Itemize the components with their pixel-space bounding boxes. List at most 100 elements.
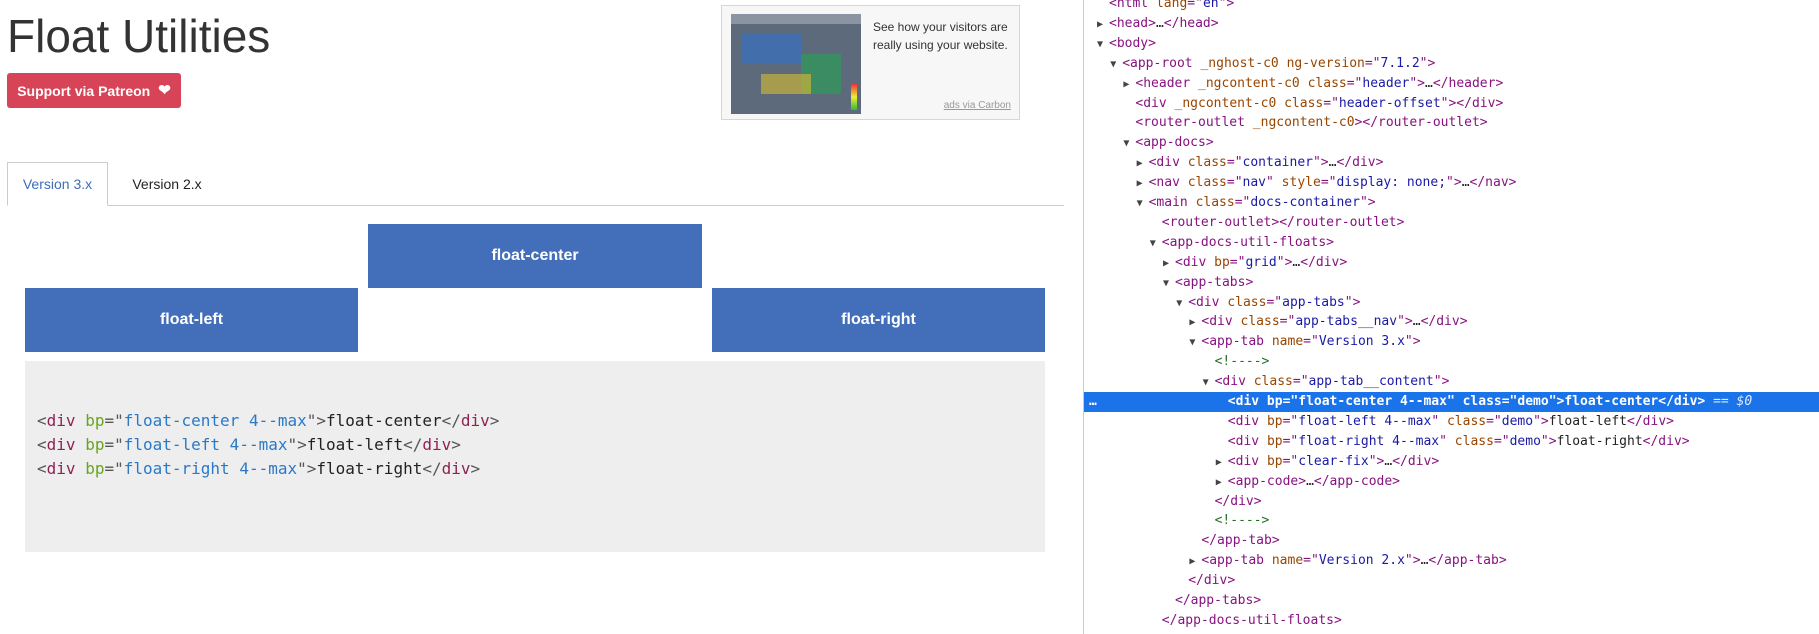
collapse-triangle-icon[interactable]: ▼ (1176, 297, 1183, 309)
code-line: <div bp="float-center 4--max">float-cent… (37, 411, 500, 430)
ads-via-carbon-link[interactable]: ads via Carbon (943, 100, 1011, 111)
code-attr: bp (85, 459, 105, 478)
collapse-triangle-icon[interactable]: ▼ (1097, 38, 1104, 50)
code-value: float-right 4--max (123, 459, 298, 478)
patreon-button-label: Support via Patreon (17, 82, 151, 99)
collapse-triangle-icon[interactable]: ▼ (1189, 337, 1196, 349)
ad-thumbnail[interactable] (731, 14, 861, 114)
dom-node[interactable]: ▼<app-root _nghost-c0 ng-version="7.1.2"… (1084, 54, 1819, 74)
dom-node-selected[interactable]: …<div bp="float-center 4--max" class="de… (1084, 392, 1819, 412)
dom-node[interactable]: <!----> (1084, 511, 1819, 531)
dom-node[interactable]: ▼ <div class="app-tabs"> (1084, 293, 1819, 313)
code-text: float-right (316, 459, 423, 478)
code-tag: div (46, 459, 76, 478)
expand-triangle-icon[interactable]: ▶ (1123, 78, 1130, 90)
code-value: float-left 4--max (123, 435, 288, 454)
tab-version-2[interactable]: Version 2.x (132, 175, 202, 192)
dom-node[interactable]: <router-outlet></router-outlet> (1084, 213, 1819, 233)
dom-node[interactable]: <router-outlet _ngcontent-c0></router-ou… (1084, 113, 1819, 133)
dom-node[interactable]: </app-tab> (1084, 531, 1819, 551)
docs-page: Float Utilities Support via Patreon ❤ Se… (7, 5, 1064, 552)
expand-triangle-icon[interactable]: ▶ (1215, 476, 1222, 488)
node-markup: <div bp="float-left 4--max" class="demo"… (1227, 413, 1674, 429)
node-markup: </app-tab> (1201, 533, 1280, 549)
node-markup: <router-outlet _ngcontent-c0></router-ou… (1135, 115, 1488, 131)
node-markup: <body> (1109, 35, 1156, 51)
dom-node[interactable]: </div> (1084, 492, 1819, 512)
patreon-button[interactable]: Support via Patreon ❤ (7, 73, 181, 108)
dom-node[interactable]: <div _ngcontent-c0 class="header-offset"… (1084, 94, 1819, 114)
code-text: float-center (326, 411, 442, 430)
node-markup: <div bp="grid">…</div> (1175, 254, 1348, 270)
dom-node[interactable]: </app-docs-util-floats> (1084, 611, 1819, 631)
dom-node[interactable]: ▶ <div bp="grid">…</div> (1084, 253, 1819, 273)
dom-node[interactable]: <html lang="en"> (1084, 0, 1819, 14)
dom-node[interactable]: ▶<div bp="clear-fix">…</div> (1084, 452, 1819, 472)
node-markup: </app-docs-util-floats> (1161, 612, 1342, 628)
float-center-demo: float-center (368, 224, 702, 288)
dom-node[interactable]: ▼<app-docs-util-floats> (1084, 233, 1819, 253)
tab-version-3[interactable]: Version 3.x (7, 162, 108, 206)
dom-node[interactable]: ▼ <app-tab name="Version 3.x"> (1084, 332, 1819, 352)
expand-triangle-icon[interactable]: ▶ (1136, 158, 1143, 170)
dom-node[interactable]: </div> (1084, 571, 1819, 591)
code-lines: <div bp="float-center 4--max">float-cent… (37, 409, 499, 481)
code-tag: div (46, 411, 76, 430)
devtools-elements-panel[interactable]: <html lang="en">▶<head>…</head>▼<body>▼<… (1083, 0, 1819, 634)
collapse-triangle-icon[interactable]: ▼ (1202, 377, 1209, 389)
collapse-triangle-icon[interactable]: ▼ (1136, 198, 1143, 209)
code-text: float-left (306, 435, 404, 454)
node-markup: <html lang="en"> (1109, 0, 1235, 11)
expand-triangle-icon[interactable]: ▶ (1097, 18, 1104, 30)
dom-node[interactable]: ▶ <header _ngcontent-c0 class="header">…<… (1084, 74, 1819, 94)
code-value: float-center 4--max (123, 411, 307, 430)
code-line: <div bp="float-left 4--max">float-left</… (37, 435, 461, 454)
dom-node[interactable]: ▶ <app-code>…</app-code> (1084, 472, 1819, 492)
collapse-triangle-icon[interactable]: ▼ (1110, 58, 1117, 70)
node-markup: <head>…</head> (1109, 15, 1219, 31)
node-markup: <router-outlet></router-outlet> (1161, 214, 1405, 230)
node-markup: <app-tab name="Version 3.x"> (1201, 334, 1421, 350)
dom-node[interactable]: ▼<main class="docs-container"> (1084, 193, 1819, 213)
expand-triangle-icon[interactable]: ▶ (1189, 556, 1196, 568)
expand-triangle-icon[interactable]: ▶ (1163, 257, 1170, 269)
collapse-triangle-icon[interactable]: ▼ (1163, 277, 1170, 289)
collapse-triangle-icon[interactable]: ▼ (1149, 237, 1156, 249)
heart-icon: ❤ (158, 82, 171, 99)
code-close-tag: div (422, 435, 452, 454)
node-markup: <app-tabs> (1175, 274, 1254, 290)
carbon-ad[interactable]: See how your visitors are really using y… (721, 5, 1020, 120)
code-close-tag: div (460, 411, 490, 430)
float-right-demo: float-right (712, 288, 1045, 352)
node-markup: <nav class="nav" style="display: none;">… (1148, 175, 1517, 191)
dom-node[interactable]: <div bp="float-right 4--max" class="demo… (1084, 432, 1819, 452)
dom-node[interactable]: <!----> (1084, 352, 1819, 372)
expand-triangle-icon[interactable]: ▶ (1215, 456, 1222, 468)
expand-triangle-icon[interactable]: ▶ (1136, 178, 1143, 190)
node-markup: <app-code>…</app-code> (1227, 473, 1400, 489)
dom-node[interactable]: ▼ <app-tabs> (1084, 273, 1819, 293)
expand-triangle-icon[interactable]: ▶ (1189, 317, 1196, 329)
dom-node[interactable]: ▶<app-tab name="Version 2.x">…</app-tab> (1084, 551, 1819, 571)
dom-node[interactable]: ▼ <body> (1084, 34, 1819, 54)
node-markup: <header _ngcontent-c0 class="header">…</… (1135, 75, 1504, 91)
node-markup: </div> (1214, 493, 1262, 509)
code-tag: div (46, 435, 76, 454)
version-tabs: Version 3.x Version 2.x (7, 162, 1064, 206)
node-menu-icon[interactable]: … (1089, 394, 1097, 409)
dom-node[interactable]: ▶<div class="container">…</div> (1084, 153, 1819, 173)
float-left-demo: float-left (25, 288, 358, 352)
collapse-triangle-icon[interactable]: ▼ (1123, 138, 1130, 150)
dom-node[interactable]: <div bp="float-left 4--max" class="demo"… (1084, 412, 1819, 432)
dom-node[interactable]: ▼<div class="app-tab__content"> (1084, 372, 1819, 392)
dom-node[interactable]: </app-tabs> (1084, 591, 1819, 611)
node-markup: <div class="app-tabs"> (1188, 294, 1361, 310)
node-markup: </div> (1188, 573, 1236, 589)
dom-node[interactable]: ▶<div class="app-tabs__nav">…</div> (1084, 312, 1819, 332)
page-title: Float Utilities (7, 10, 271, 62)
ad-text[interactable]: See how your visitors are really using y… (873, 20, 1008, 52)
dom-node[interactable]: ▼<app-docs> (1084, 133, 1819, 153)
dom-node[interactable]: ▶ <head>…</head> (1084, 14, 1819, 34)
dom-node[interactable]: ▶ <nav class="nav" style="display: none;"… (1084, 173, 1819, 193)
code-sample: <div bp="float-center 4--max">float-cent… (25, 361, 1045, 552)
